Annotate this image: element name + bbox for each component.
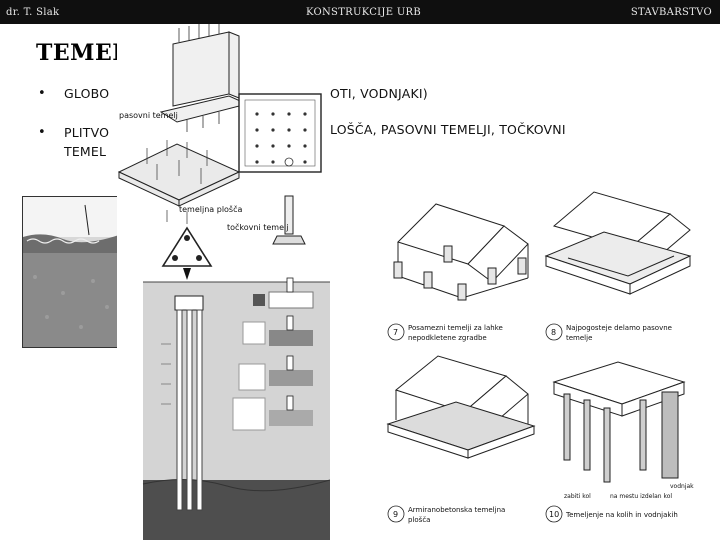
annotation-zabiti-kol: zabiti kol — [564, 493, 591, 500]
svg-text:8: 8 — [551, 328, 556, 337]
caption-10: 10 Temeljenje na kolih in vodnjakih — [545, 505, 678, 523]
bullet-text-line2: TEMEL — [64, 144, 107, 159]
svg-text:temelje: temelje — [566, 334, 592, 342]
annotation-na-mestu: na mestu izdelan kol — [610, 493, 672, 500]
annotation-vodnjak: vodnjak — [670, 483, 694, 490]
caption-9: 9 Armiranobetonska temeljna plošča — [387, 505, 505, 524]
bullet-dot-icon: • — [38, 86, 46, 101]
caption-7: 7 Posamezni temelji za lahke nepodkleten… — [387, 323, 503, 342]
section-label: STAVBARSTVO — [630, 7, 712, 18]
course-label: KONSTRUKCIJE URB — [306, 7, 422, 18]
svg-text:Temeljenje na kolih in vodnjak: Temeljenje na kolih in vodnjakih — [565, 511, 678, 519]
caption-8: 8 Najpogosteje delamo pasovne temelje — [545, 323, 672, 342]
label-strip-foundation: pasovni temelj — [119, 111, 178, 120]
bullet-text: GLOBO — [64, 86, 110, 101]
svg-text:10: 10 — [549, 510, 559, 519]
svg-text:plošča: plošča — [408, 516, 430, 524]
label-slab-foundation: temeljna plošča — [179, 204, 242, 214]
author-label: dr. T. Slak — [6, 7, 60, 18]
bullet-text: PLITVO — [64, 125, 110, 140]
bullet-item-shallow: • PLITVO — [38, 122, 664, 144]
svg-text:Armiranobetonska temeljna: Armiranobetonska temeljna — [408, 506, 505, 514]
svg-text:nepodkletene zgradbe: nepodkletene zgradbe — [408, 334, 487, 342]
bullet-text-right: OTI, VODNJAKI) — [330, 86, 428, 101]
svg-text:Najpogosteje delamo pasovne: Najpogosteje delamo pasovne — [566, 324, 672, 332]
bullet-text-right: LOŠČA, PASOVNI TEMELJI, TOČKOVNI — [330, 122, 566, 137]
header-bar: dr. T. Slak KONSTRUKCIJE URB STAVBARSTVO — [0, 0, 720, 24]
label-point-foundation: točkovni temelj — [227, 222, 288, 232]
foundation-types-diagram: pasovni temelj temeljna plošča točk — [117, 24, 331, 540]
bullet-dot-icon: • — [38, 125, 46, 140]
svg-text:9: 9 — [393, 510, 398, 519]
svg-text:Posamezni temelji za lahke: Posamezni temelji za lahke — [408, 324, 503, 332]
bullet-item-deep: • GLOBO — [38, 86, 110, 101]
foundation-examples-illustration: 7 Posamezni temelji za lahke nepodkleten… — [378, 186, 698, 534]
svg-text:7: 7 — [393, 328, 398, 337]
soil-section-image — [22, 196, 120, 348]
